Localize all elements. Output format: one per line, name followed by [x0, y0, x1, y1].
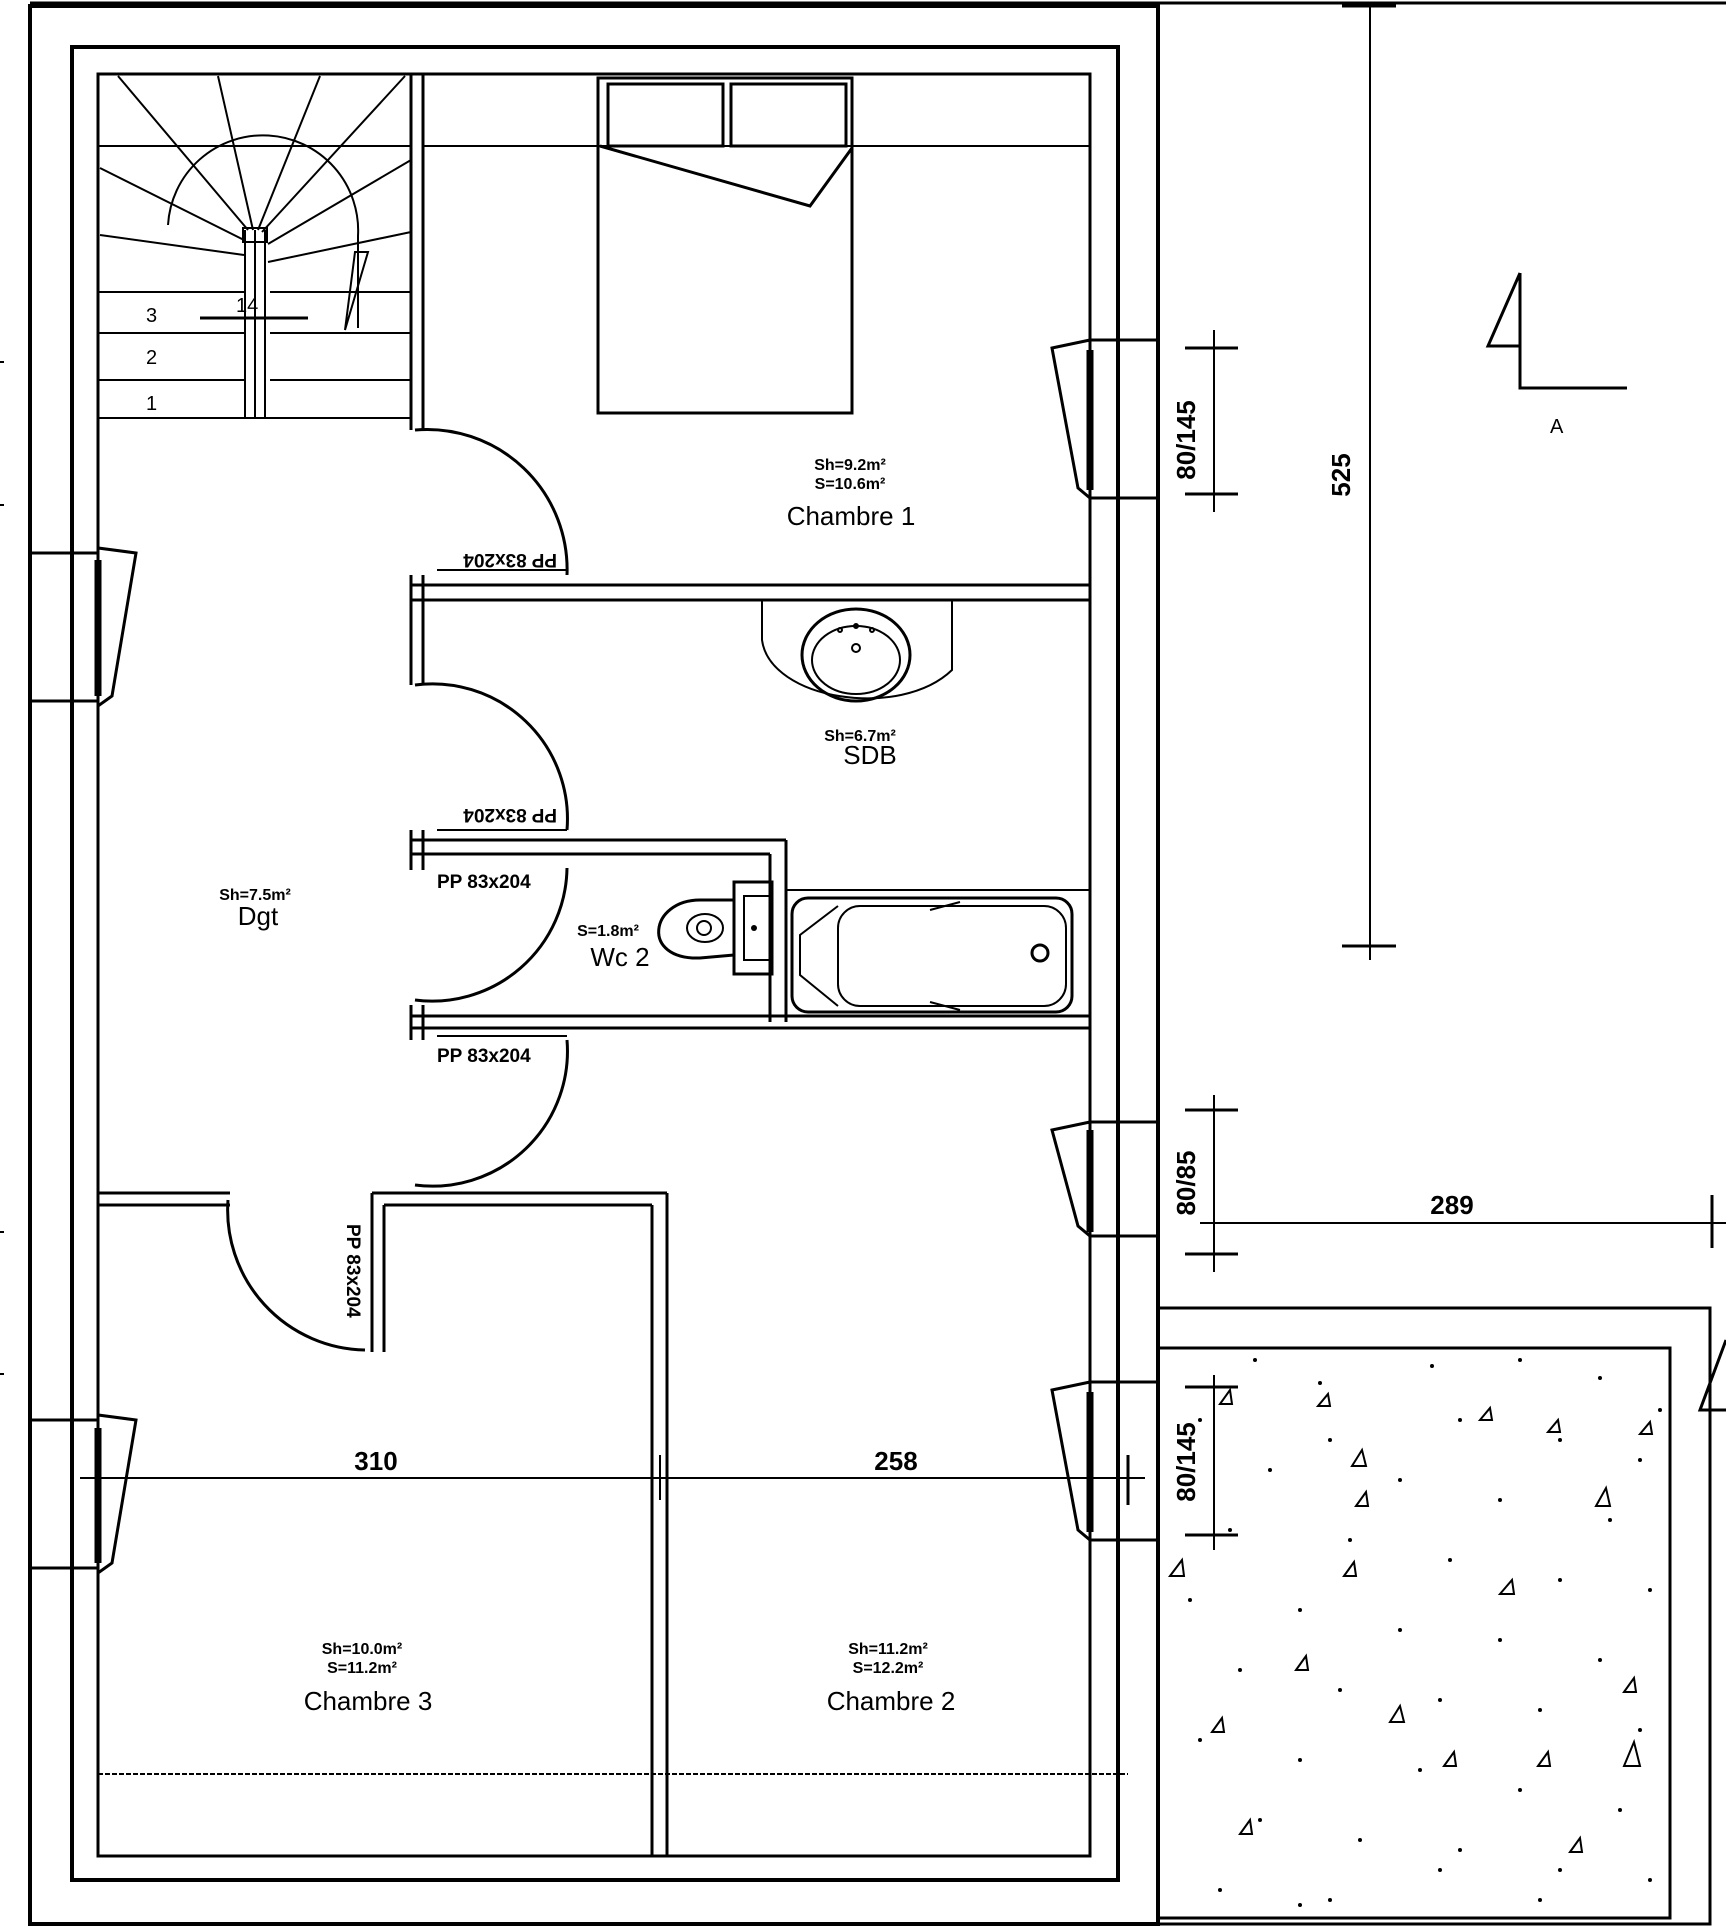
section-marker: A: [1485, 272, 1726, 1412]
exterior-walls: [28, 4, 1160, 1926]
chambre3-sh: Sh=10.0m²: [322, 1641, 402, 1658]
sdb-sh: Sh=6.7m²: [824, 728, 896, 745]
toilet: [657, 880, 774, 976]
terrace-slab: [1156, 1306, 1712, 1926]
chambre1-name: Chambre 1: [787, 501, 916, 531]
interior-walls: [98, 74, 1128, 1856]
stair-step-3: 3: [146, 305, 157, 327]
door-label-wc2-bottom: PP 83x204: [437, 1046, 531, 1067]
washbasin: [761, 601, 953, 703]
section-marker-label: A: [1550, 416, 1564, 438]
chambre2-s: S=12.2m²: [853, 1660, 924, 1677]
window-dim-chambre2-lower: 80/145: [1171, 1422, 1201, 1502]
window-dim-chambre2-upper: 80/85: [1171, 1150, 1201, 1215]
dgt-sh: Sh=7.5m²: [219, 887, 291, 904]
chambre1-sh: Sh=9.2m²: [814, 457, 886, 474]
room-chambre-2: Sh=11.2m² S=12.2m² Chambre 2: [827, 1641, 956, 1716]
stair-step-14: 14: [236, 295, 258, 317]
staircase: 3 2 1 14: [98, 75, 412, 419]
door-labels: PP 83x204 PP 83x204 PP 83x204 PP 83x204 …: [342, 549, 557, 1318]
chambre1-s: S=10.6m²: [815, 476, 886, 493]
chambre3-s: S=11.2m²: [327, 1660, 397, 1677]
room-chambre-1: Sh=9.2m² S=10.6m² Chambre 1: [787, 457, 916, 531]
door-label-chambre1: PP 83x204: [463, 549, 557, 570]
sdb-name: SDB: [843, 740, 896, 770]
dim-width-289: 289: [1430, 1190, 1473, 1220]
margin-ticks: [0, 361, 4, 1375]
dim-width-258: 258: [874, 1446, 917, 1476]
chambre2-sh: Sh=11.2m²: [848, 1641, 928, 1658]
door-label-chambre3: PP 83x204: [342, 1224, 363, 1318]
stair-step-1: 1: [146, 393, 157, 415]
dimension-lines: [80, 4, 1726, 1550]
dimension-labels: 525 80/145 80/85 80/145 289 310 258: [354, 400, 1473, 1502]
wc2-s: S=1.8m²: [577, 923, 639, 940]
dim-width-310: 310: [354, 1446, 397, 1476]
doors: [226, 428, 569, 1352]
door-label-sdb: PP 83x204: [463, 804, 557, 825]
chambre2-name: Chambre 2: [827, 1686, 956, 1716]
dgt-name: Dgt: [238, 901, 279, 931]
bathtub: [790, 896, 1074, 1014]
wc2-name: Wc 2: [590, 942, 649, 972]
room-chambre-3: Sh=10.0m² S=11.2m² Chambre 3: [304, 1641, 433, 1716]
double-bed: [596, 76, 854, 415]
chambre3-name: Chambre 3: [304, 1686, 433, 1716]
room-sdb: Sh=6.7m² SDB: [824, 728, 897, 770]
door-label-wc2-top: PP 83x204: [437, 872, 531, 893]
window-dim-chambre1: 80/145: [1171, 400, 1201, 480]
room-dgt: Sh=7.5m² Dgt: [219, 887, 291, 931]
room-wc2: S=1.8m² Wc 2: [577, 923, 650, 972]
dim-height-525: 525: [1326, 453, 1356, 496]
stair-step-2: 2: [146, 347, 157, 369]
